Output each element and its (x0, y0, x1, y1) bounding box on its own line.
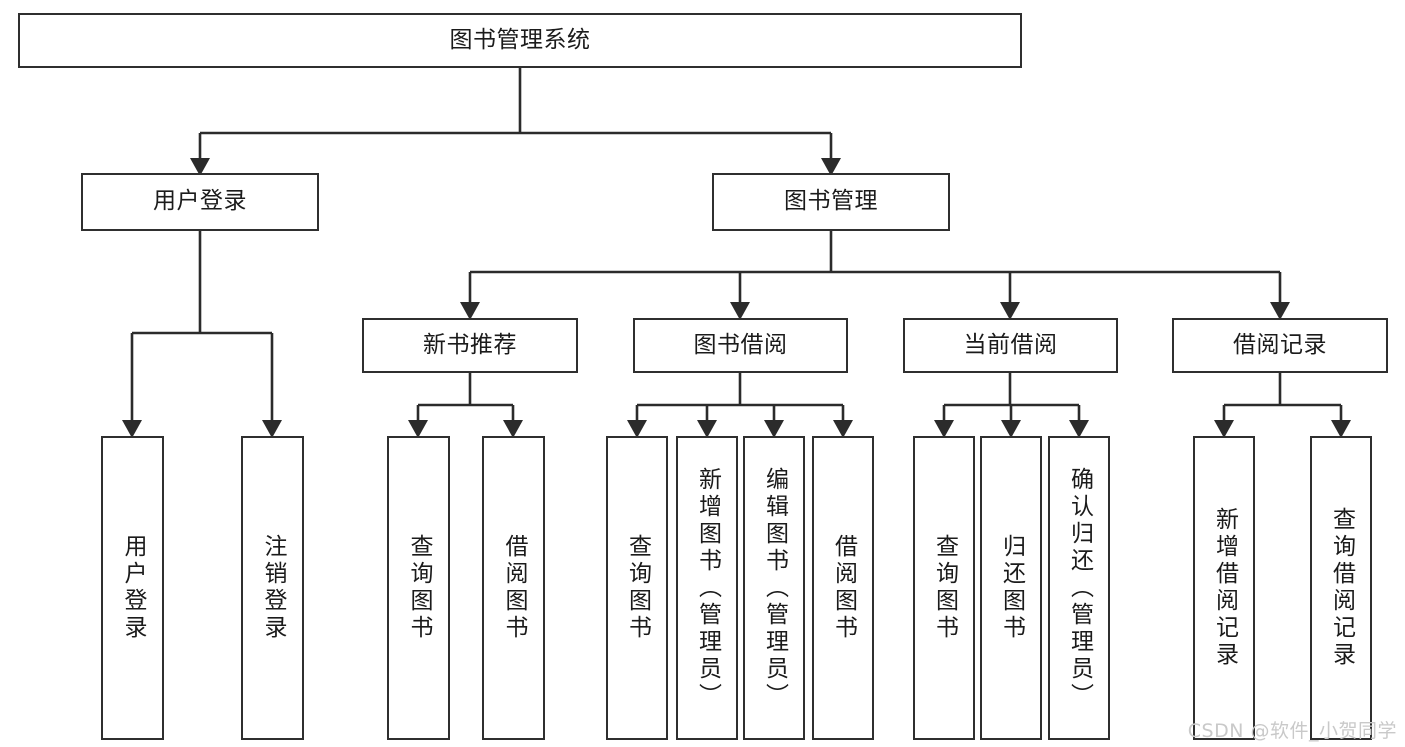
leaf-confirm-return[interactable]: 确认归还（管理员） (1048, 436, 1110, 740)
leaf-query-book-2-label: 查询图书 (624, 534, 651, 642)
csdn-watermark: CSDN @软件_小贺同学 (1187, 720, 1397, 742)
leaf-borrow-book-1-label: 借阅图书 (501, 534, 527, 642)
node-book-manage[interactable]: 图书管理 (712, 173, 950, 231)
connector-borrowrecord-to-leaves (1214, 373, 1351, 438)
node-new-book-rec[interactable]: 新书推荐 (362, 318, 578, 373)
leaf-logout[interactable]: 注销登录 (241, 436, 304, 740)
node-new-book-rec-label: 新书推荐 (423, 331, 517, 358)
leaf-borrow-book-2-label: 借阅图书 (830, 534, 857, 642)
connector-userlogin-to-leaves (122, 231, 282, 438)
node-book-borrow[interactable]: 图书借阅 (633, 318, 848, 373)
leaf-query-book-2[interactable]: 查询图书 (606, 436, 668, 740)
leaf-return-book-label: 归还图书 (998, 534, 1025, 642)
node-borrow-record[interactable]: 借阅记录 (1172, 318, 1388, 373)
leaf-user-login-label: 用户登录 (120, 534, 146, 642)
connector-newbook-to-leaves (408, 373, 523, 438)
leaf-edit-book-label: 编辑图书（管理员） (761, 466, 788, 710)
node-book-borrow-label: 图书借阅 (693, 331, 788, 358)
node-book-manage-label: 图书管理 (784, 188, 878, 215)
leaf-confirm-return-label: 确认归还（管理员） (1066, 466, 1093, 710)
connector-bookborrow-to-leaves (627, 373, 853, 438)
leaf-edit-book[interactable]: 编辑图书（管理员） (743, 436, 805, 740)
leaf-return-book[interactable]: 归还图书 (980, 436, 1042, 740)
leaf-query-borrow-record-label: 查询借阅记录 (1328, 507, 1355, 669)
node-current-borrow-label: 当前借阅 (963, 331, 1058, 358)
connector-root-to-level1 (190, 68, 841, 176)
leaf-add-book-label: 新增图书（管理员） (694, 466, 721, 710)
node-root-label: 图书管理系统 (449, 26, 591, 53)
leaf-add-book[interactable]: 新增图书（管理员） (676, 436, 738, 740)
node-borrow-record-label: 借阅记录 (1233, 331, 1327, 358)
leaf-borrow-book-1[interactable]: 借阅图书 (482, 436, 545, 740)
leaf-borrow-book-2[interactable]: 借阅图书 (812, 436, 874, 740)
connector-bookmanage-to-level2 (460, 231, 1290, 320)
leaf-query-book-1[interactable]: 查询图书 (387, 436, 450, 740)
leaf-add-borrow-record[interactable]: 新增借阅记录 (1193, 436, 1255, 740)
leaf-query-book-3-label: 查询图书 (931, 534, 958, 642)
node-user-login[interactable]: 用户登录 (81, 173, 319, 231)
leaf-add-borrow-record-label: 新增借阅记录 (1211, 507, 1238, 669)
leaf-query-book-1-label: 查询图书 (406, 534, 432, 642)
node-user-login-label: 用户登录 (153, 188, 247, 215)
leaf-query-borrow-record[interactable]: 查询借阅记录 (1310, 436, 1372, 740)
node-root[interactable]: 图书管理系统 (18, 13, 1022, 68)
node-current-borrow[interactable]: 当前借阅 (903, 318, 1118, 373)
leaf-query-book-3[interactable]: 查询图书 (913, 436, 975, 740)
connector-currentborrow-to-leaves (934, 373, 1089, 438)
leaf-logout-label: 注销登录 (260, 534, 286, 642)
leaf-user-login[interactable]: 用户登录 (101, 436, 164, 740)
